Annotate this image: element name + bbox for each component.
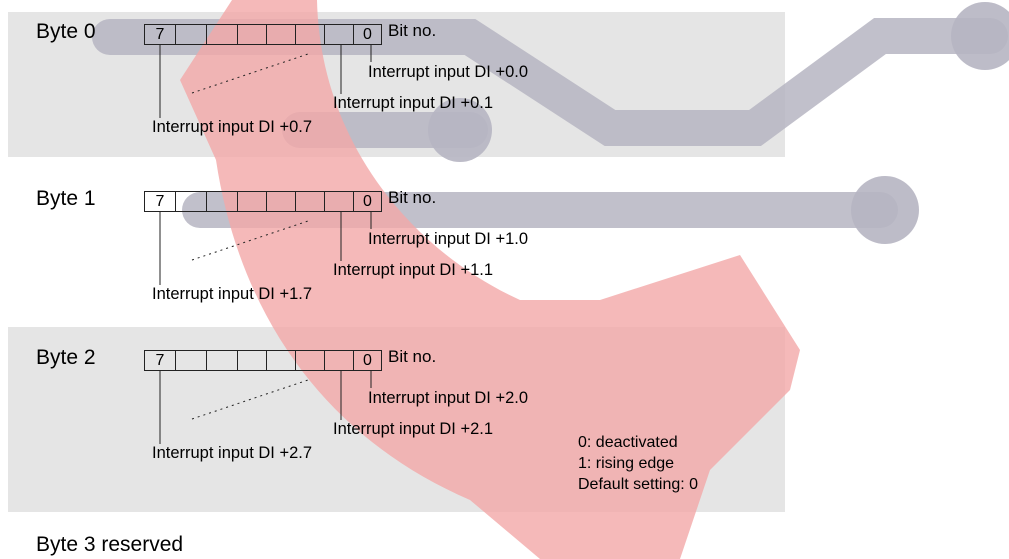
bit-no-label: Bit no. — [388, 188, 437, 207]
callout-label: Interrupt input DI +1.7 — [152, 285, 313, 303]
bit-cell: 0 — [353, 350, 382, 371]
callout-label: Interrupt input DI +2.1 — [333, 420, 494, 438]
reserved-byte-label: Byte 3 reserved — [36, 533, 184, 556]
bit-cell: 0 — [353, 24, 382, 45]
callout-label: Interrupt input DI +0.0 — [368, 63, 529, 81]
callout-label: Interrupt input DI +2.7 — [152, 444, 313, 462]
callout-label: Interrupt input DI +2.0 — [368, 389, 529, 407]
callout-label: Interrupt input DI +0.7 — [152, 118, 313, 136]
callout-lines — [159, 371, 372, 444]
callout-label: Interrupt input DI +1.1 — [333, 261, 494, 279]
bit-register: 7 0 — [144, 191, 383, 212]
setting-line: 1: rising edge — [578, 455, 675, 472]
bit-no-label: Bit no. — [388, 21, 437, 40]
bit-register: 7 0 — [144, 350, 383, 371]
setting-line: Default setting: 0 — [578, 476, 699, 493]
setting-line: 0: deactivated — [578, 434, 678, 451]
settings-note: 0: deactivated 1: rising edge Default se… — [578, 432, 698, 495]
circuit-node-decoration — [428, 2, 1009, 244]
callout-lines — [159, 45, 372, 118]
byte-2-block: Byte 2 7 0 Bit no. Interrupt input DI +2… — [0, 326, 1009, 486]
bit-no-label: Bit no. — [388, 347, 437, 366]
bit-cell: 0 — [353, 191, 382, 212]
byte-label: Byte 2 — [36, 346, 96, 369]
callout-lines — [159, 212, 372, 285]
byte-label: Byte 1 — [36, 187, 96, 210]
gear-decoration — [180, 0, 800, 559]
bit-register: 7 0 — [144, 24, 383, 45]
callout-label: Interrupt input DI +0.1 — [333, 94, 494, 112]
byte-label: Byte 0 — [36, 20, 96, 43]
byte-0-block: Byte 0 7 0 Bit no. Interrupt input DI +0… — [0, 0, 1009, 160]
callout-label: Interrupt input DI +1.0 — [368, 230, 529, 248]
byte-1-block: Byte 1 7 0 Bit no. Interrupt input DI +1… — [0, 167, 1009, 327]
